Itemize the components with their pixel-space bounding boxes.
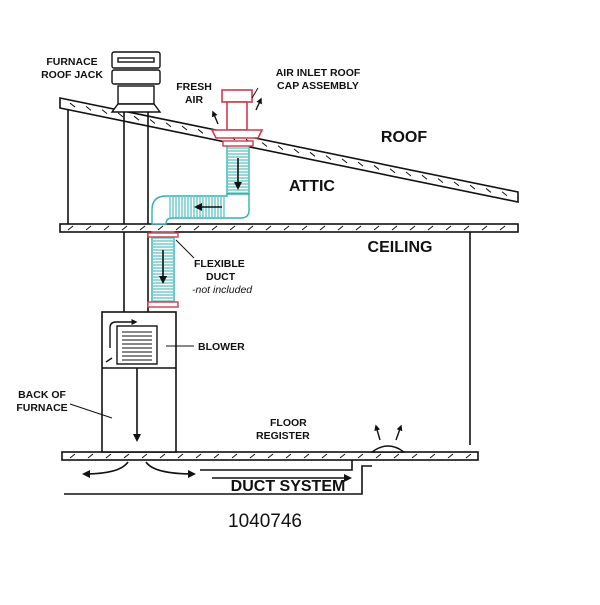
cap-air-arrows bbox=[211, 97, 262, 125]
label-blower: BLOWER bbox=[198, 341, 245, 353]
label-not-included: -not included bbox=[192, 284, 253, 296]
duct-flow-arrows bbox=[159, 158, 242, 284]
floor-band bbox=[61, 451, 479, 461]
label-fresh-air-1: FRESH bbox=[176, 81, 212, 93]
label-duct-system: DUCT SYSTEM bbox=[231, 478, 346, 495]
blower bbox=[105, 319, 158, 365]
furnace-flow-arrows bbox=[82, 368, 196, 478]
roof-deck bbox=[59, 97, 519, 203]
air-inlet-cap bbox=[210, 89, 264, 139]
duct-system bbox=[64, 460, 372, 495]
label-air-inlet-1: AIR INLET ROOF bbox=[276, 67, 361, 79]
leader-lines bbox=[69, 87, 259, 419]
labels: FURNACE ROOF JACK FRESH AIR AIR INLET RO… bbox=[41, 56, 432, 256]
label-floor-register-1: FLOOR bbox=[270, 417, 307, 429]
floor-register bbox=[369, 424, 407, 453]
flue-pipe bbox=[123, 112, 149, 312]
label-ceiling: CEILING bbox=[368, 239, 433, 256]
labels-left: FLEXIBLE DUCT -not included BLOWER FLOOR… bbox=[192, 258, 310, 442]
label-roof: ROOF bbox=[381, 129, 427, 146]
label-fresh-air-2: AIR bbox=[185, 94, 204, 106]
label-attic: ATTIC bbox=[289, 178, 335, 195]
label-furnace-roof-jack-2: ROOF JACK bbox=[41, 69, 103, 81]
label-flexible-duct-2: DUCT bbox=[206, 271, 236, 283]
label-back-of-furnace-1: BACK OF bbox=[18, 389, 66, 401]
label-flexible-duct-1: FLEXIBLE bbox=[194, 258, 245, 270]
ceiling-band bbox=[59, 223, 519, 233]
label-part-number: 1040746 bbox=[228, 511, 302, 532]
labels-right-aligned: BACK OF FURNACE DUCT SYSTEM 1040746 bbox=[16, 389, 345, 532]
label-floor-register-2: REGISTER bbox=[256, 430, 310, 442]
furnace-roof-jack bbox=[110, 51, 162, 113]
label-back-of-furnace-2: FURNACE bbox=[16, 402, 67, 414]
label-air-inlet-2: CAP ASSEMBLY bbox=[277, 80, 359, 92]
house-structure bbox=[67, 110, 471, 445]
label-furnace-roof-jack-1: FURNACE bbox=[46, 56, 97, 68]
